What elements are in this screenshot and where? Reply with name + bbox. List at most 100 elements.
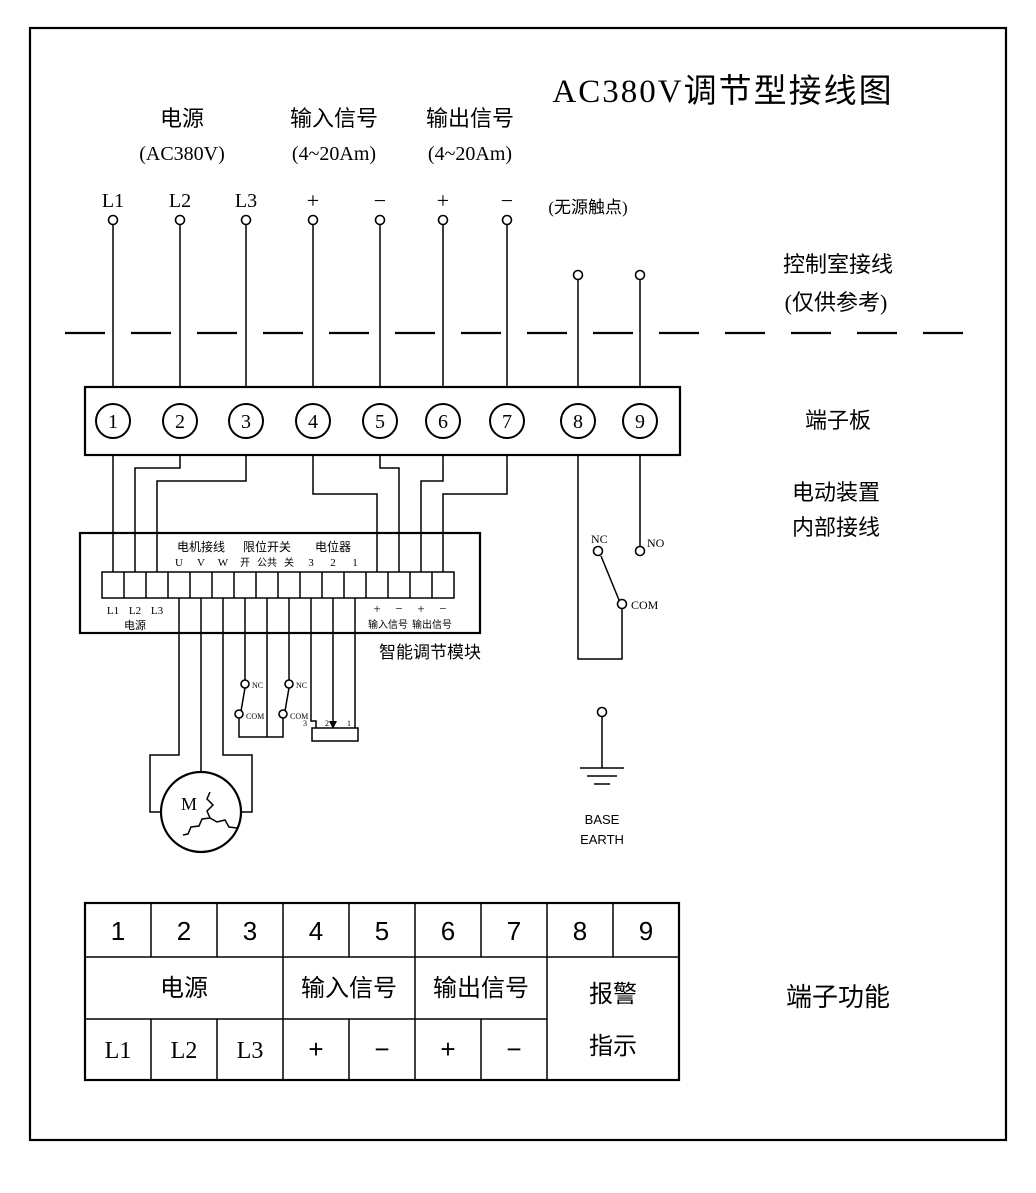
module-terminal-dividers: [123, 572, 433, 598]
limit-switch-b-nc-label: NC: [296, 681, 307, 690]
limit-switch-a-nc-node: [240, 679, 250, 689]
node-in-minus: [374, 214, 386, 226]
table-num-7: 7: [507, 916, 521, 946]
internal-wiring-note: 电动装置 内部接线: [792, 480, 880, 540]
pin-W: W: [218, 557, 229, 569]
top-terminal-nodes: [107, 214, 646, 281]
top-terminal-letters: L1 L2 L3 + − + −: [102, 188, 513, 213]
module-in-minus: −: [395, 601, 402, 616]
alarm-com-node: [616, 598, 628, 610]
earth-lines: [580, 716, 624, 785]
earth-node: [596, 706, 608, 718]
pot-mini-3: 3: [303, 719, 307, 728]
table-num-3: 3: [243, 916, 257, 946]
terminal-letter-L2: L2: [169, 190, 191, 212]
table-L3: L3: [237, 1038, 264, 1064]
node-L2: [174, 214, 186, 226]
limit-switch-a-nc-label: NC: [252, 681, 263, 690]
control-room-note-line1: 控制室接线: [783, 252, 893, 277]
board-number-3: 3: [241, 411, 251, 433]
pin-pot-1: 1: [352, 557, 358, 569]
wires-board-to-module: [112, 455, 641, 660]
motor-wye-winding: [182, 791, 238, 836]
limit-switch-a-com-label: COM: [246, 712, 264, 721]
table-num-8: 8: [573, 916, 587, 946]
board-number-1: 1: [108, 411, 118, 433]
board-circle-2: [162, 403, 198, 439]
module-L1: L1: [107, 605, 119, 617]
table-num-2: 2: [177, 916, 191, 946]
limit-switch-b-arm: [284, 687, 290, 712]
input-signal-label: 输入信号: [290, 106, 378, 131]
wires-controlroom-to-board: [112, 224, 641, 387]
earth-label-earth: EARTH: [580, 832, 624, 847]
alarm-switch-arm: [600, 555, 620, 601]
pin-open: 开: [240, 558, 250, 569]
table-num-1: 1: [111, 916, 125, 946]
terminal-letter-in-minus: −: [374, 188, 386, 213]
terminal-letter-L3: L3: [235, 190, 257, 212]
terminal-letter-in-plus: +: [307, 188, 319, 213]
node-contact-9: [634, 269, 646, 281]
terminal-function-table: 1 2 3 4 5 6 7 8 9 电源 输入信号 输出信号 报警 指示 L1 …: [83, 901, 681, 1082]
motor-label: M: [181, 794, 197, 814]
pin-pot-2: 2: [330, 557, 336, 569]
board-number-9: 9: [635, 411, 645, 433]
terminal-letter-out-plus: +: [437, 188, 449, 213]
control-room-note: 控制室接线 (仅供参考): [783, 252, 893, 315]
output-signal-sub-label: (4~20Am): [428, 143, 512, 165]
module-input-label: 输入信号: [368, 618, 408, 631]
alarm-nc-label: NC: [591, 532, 608, 546]
alarm-no-label: NO: [647, 536, 665, 550]
module-power-label: 电源: [124, 618, 146, 632]
outer-border: [28, 26, 1008, 1142]
table-power-cell: 电源: [160, 975, 208, 1002]
board-circle-8: [560, 403, 596, 439]
top-labels: 电源 (AC380V) 输入信号 (4~20Am) 输出信号 (4~20Am) …: [139, 106, 627, 217]
table-num-6: 6: [441, 916, 455, 946]
module-L2: L2: [129, 605, 141, 617]
module-output-label: 输出信号: [412, 618, 452, 631]
earth-label-base: BASE: [585, 812, 620, 827]
table-num-4: 4: [309, 916, 323, 946]
dry-contact-label: (无源触点): [548, 198, 627, 217]
board-number-4: 4: [308, 411, 318, 433]
terminal-board-note: 端子板: [805, 408, 871, 433]
node-out-plus: [437, 214, 449, 226]
control-room-note-line2: (仅供参考): [785, 290, 888, 315]
motor-group-label: 电机接线: [177, 539, 225, 554]
table-in-plus: +: [308, 1034, 323, 1064]
alarm-nc-node: [592, 545, 604, 557]
potentiometer-wiper-arrow: [329, 721, 337, 729]
alarm-com-label: COM: [631, 598, 659, 612]
terminal-letter-L1: L1: [102, 190, 124, 212]
board-circle-7: [489, 403, 525, 439]
internal-note-line2: 内部接线: [792, 515, 880, 540]
terminal-letter-out-minus: −: [501, 188, 513, 213]
pin-pot-3: 3: [308, 557, 314, 569]
power-label: 电源: [160, 106, 204, 131]
limit-switch-b-nc-node: [284, 679, 294, 689]
terminal-board: 1 2 3 4 5 6 7 8 9: [83, 385, 682, 457]
terminal-function-note: 端子功能: [786, 983, 890, 1012]
table-in-minus: −: [374, 1034, 389, 1064]
terminal-board-box: [83, 385, 682, 457]
node-out-minus: [501, 214, 513, 226]
module-out-minus: −: [439, 601, 446, 616]
pin-U: U: [175, 557, 183, 569]
limit-switch-a-com-node: [234, 709, 244, 719]
smart-module-box: [78, 531, 482, 635]
table-border: [83, 901, 681, 1082]
potentiometer-body: [311, 727, 359, 742]
table-L1: L1: [105, 1038, 132, 1064]
board-number-8: 8: [573, 411, 583, 433]
table-out-minus: −: [506, 1034, 521, 1064]
node-contact-8: [572, 269, 584, 281]
board-number-5: 5: [375, 411, 385, 433]
pot-group-label: 电位器: [315, 539, 351, 554]
pot-mini-2: 2: [325, 719, 329, 728]
motor-circle: [159, 770, 243, 854]
board-number-7: 7: [502, 411, 512, 433]
